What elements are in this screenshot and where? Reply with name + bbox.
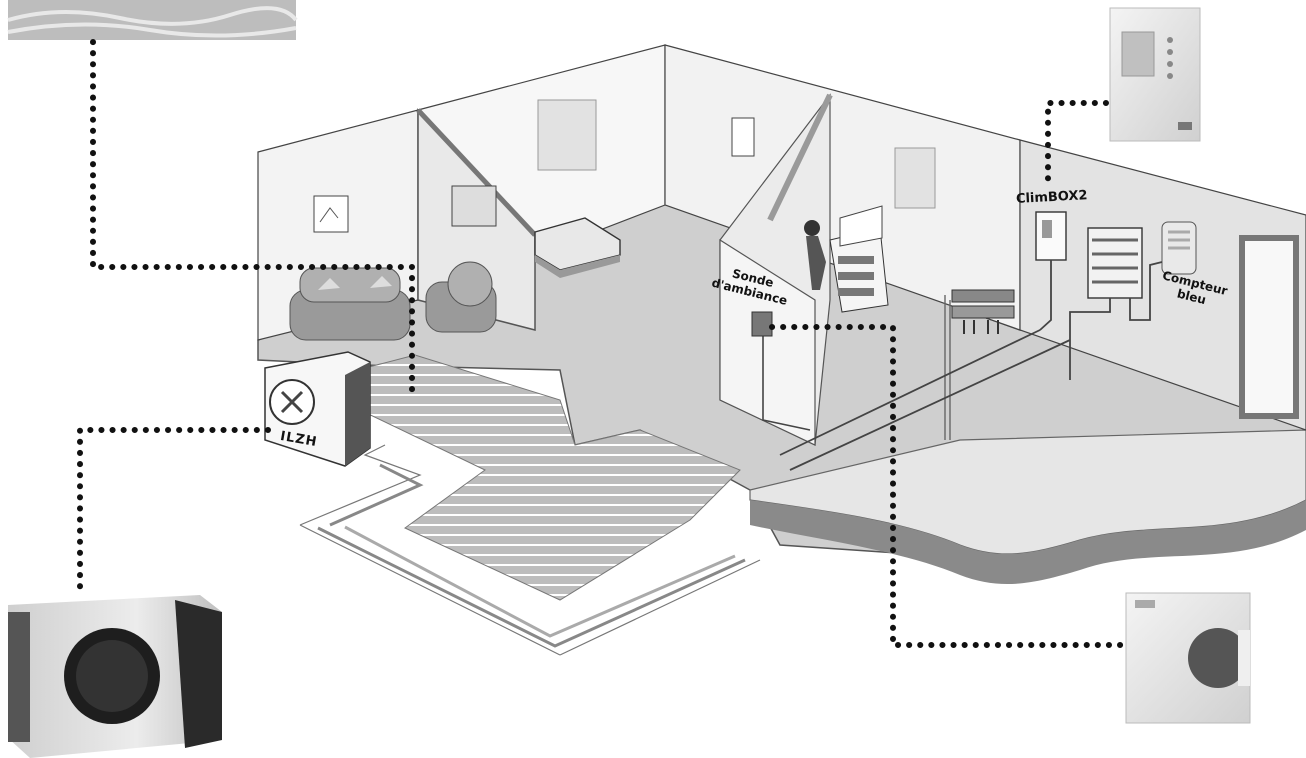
climbox-photo: [1109, 7, 1201, 142]
connector-heat-pump: [77, 427, 271, 593]
manifold-icon: [944, 289, 1015, 440]
climbox-unit: [1035, 211, 1067, 261]
sonde-ambiance-device: [751, 311, 773, 337]
armchair-icon: [425, 261, 497, 333]
sofa-icon: [289, 267, 411, 341]
floor-heating-loops: [299, 354, 761, 656]
connector-floor-heating: [90, 39, 415, 403]
picture-frame-icon: [451, 185, 497, 227]
door: [1239, 235, 1299, 419]
heat-pump-photo: [8, 595, 222, 758]
heat-pump-indoor: [264, 351, 371, 467]
connector-climbox: [1045, 100, 1109, 185]
room-sensor-photo: [1125, 592, 1251, 724]
connector-room-sensor: [769, 324, 1129, 648]
desk-icon: [804, 205, 889, 313]
connector-lines: [77, 39, 1129, 648]
furniture: [289, 205, 889, 341]
compteur-meter: [1161, 221, 1197, 275]
wall-right: [1019, 139, 1306, 431]
window-2: [894, 147, 936, 209]
window-1: [537, 99, 597, 171]
picture-frame-icon: [313, 195, 349, 233]
house-cutaway: [257, 44, 1306, 585]
sensor-wall: [719, 238, 816, 446]
picture-frame-icon: [731, 117, 755, 157]
wiring: [779, 260, 1163, 471]
floor-heating-photo: [7, 0, 298, 40]
bed-icon: [534, 217, 621, 278]
electrical-panel: [1087, 227, 1143, 299]
